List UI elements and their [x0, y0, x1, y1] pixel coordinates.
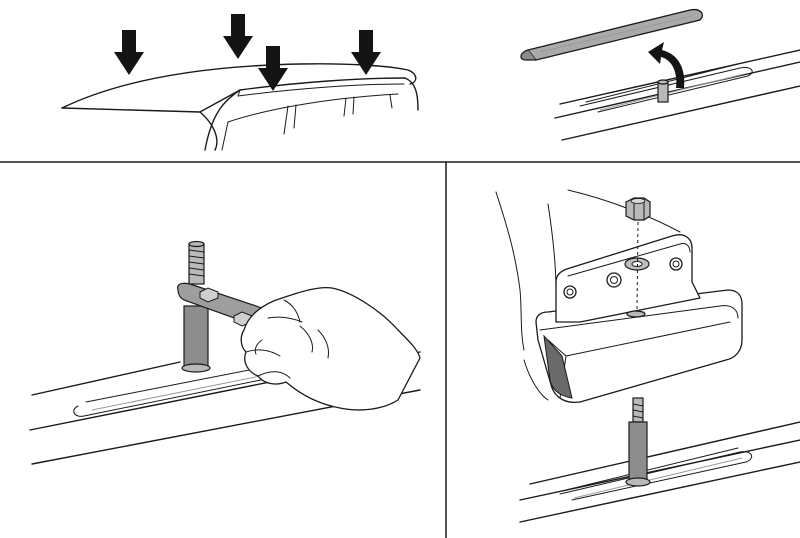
roof-arrow-3: [258, 46, 288, 91]
panel-mount-foot: [495, 189, 800, 523]
rail-channel-right: [519, 421, 800, 523]
hex-nut: [625, 197, 651, 221]
stud-in-channel: [657, 79, 669, 103]
lift-arrow: [648, 42, 685, 88]
foot-bracket: [555, 234, 701, 323]
roof-arrow-1: [114, 30, 144, 75]
assembly-axis: [636, 221, 639, 311]
hand: [240, 286, 421, 411]
roof-rail-channel: [554, 49, 800, 141]
threaded-stud: [181, 240, 211, 373]
panel-roof-mounting-points: [61, 14, 419, 151]
washer: [624, 257, 650, 271]
panel-lift-cover: [520, 8, 800, 141]
roof-arrow-2: [223, 14, 253, 59]
lower-stud: [625, 397, 651, 487]
panel-install-stud: [29, 240, 421, 465]
car-roof-outline: [61, 63, 419, 151]
roof-arrow-4: [351, 30, 381, 75]
rail-cover-strip: [520, 8, 704, 61]
